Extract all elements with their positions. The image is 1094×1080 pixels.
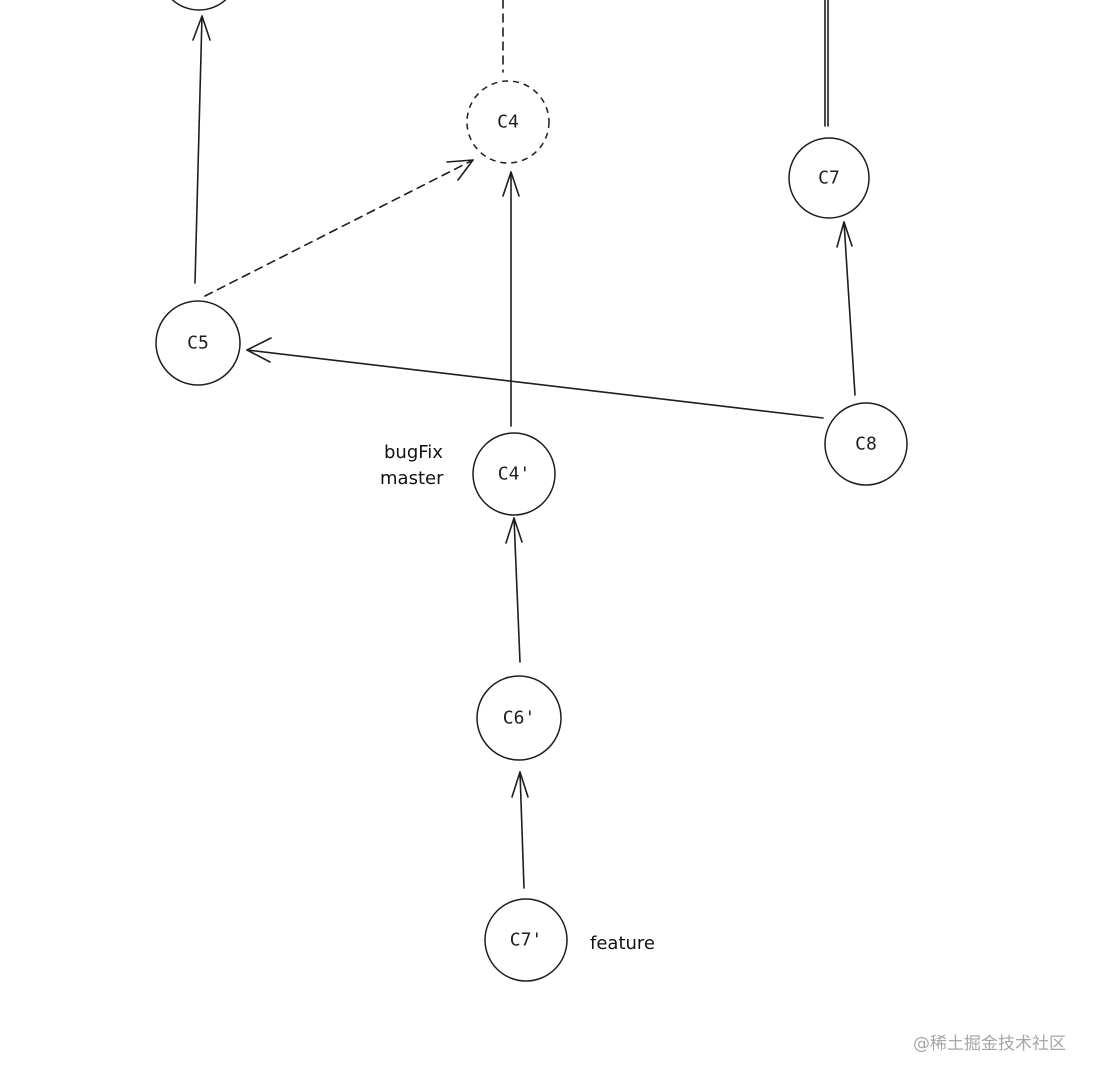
arrowhead-c4-dashed	[446, 159, 474, 181]
arrowhead-c7	[836, 221, 853, 248]
commit-node-c8: C8	[824, 402, 908, 486]
commit-label-c7: C7	[818, 168, 840, 189]
branch-label-bugfix: bugFix	[384, 442, 443, 463]
edge-c6p-to-c4p	[513, 517, 521, 663]
commit-label-c6-prime: C6'	[503, 708, 536, 729]
watermark: @稀土掘金技术社区	[913, 1034, 1066, 1054]
edge-c5-to-c4-dashed	[204, 159, 474, 297]
nodes: C4 C7 C5 C8 C4' C6' C7'	[155, 0, 908, 982]
commit-node-c3-cropped	[171, 0, 227, 11]
arrowhead-c4	[502, 171, 520, 197]
commit-node-c4: C4	[466, 80, 550, 164]
commit-node-c4-prime: C4'	[472, 432, 556, 516]
edge-c5-to-top-left	[194, 15, 203, 284]
commit-node-c7: C7	[788, 137, 870, 219]
edge-c8-to-c7	[843, 221, 856, 396]
arrowhead-c5	[246, 337, 272, 363]
arrowhead-c6p	[511, 771, 529, 798]
commit-node-c6-prime: C6'	[476, 675, 562, 761]
commit-label-c8: C8	[855, 434, 877, 455]
arrowhead-c4p	[505, 517, 523, 544]
arrowhead-top-left	[192, 15, 211, 41]
commit-label-c4: C4	[497, 112, 519, 133]
branch-label-feature: feature	[590, 933, 655, 954]
commit-label-c5: C5	[187, 333, 209, 354]
edge-c8-to-c5	[246, 349, 824, 419]
branch-label-master: master	[380, 468, 444, 489]
edge-c7p-to-c6p	[519, 771, 525, 889]
edges	[192, 0, 856, 889]
commit-node-c7-prime: C7'	[484, 898, 568, 982]
commit-label-c7-prime: C7'	[510, 930, 543, 951]
branch-labels: bugFix master feature	[380, 442, 655, 954]
commit-node-c5: C5	[155, 300, 241, 386]
commit-label-c4-prime: C4'	[498, 464, 531, 485]
